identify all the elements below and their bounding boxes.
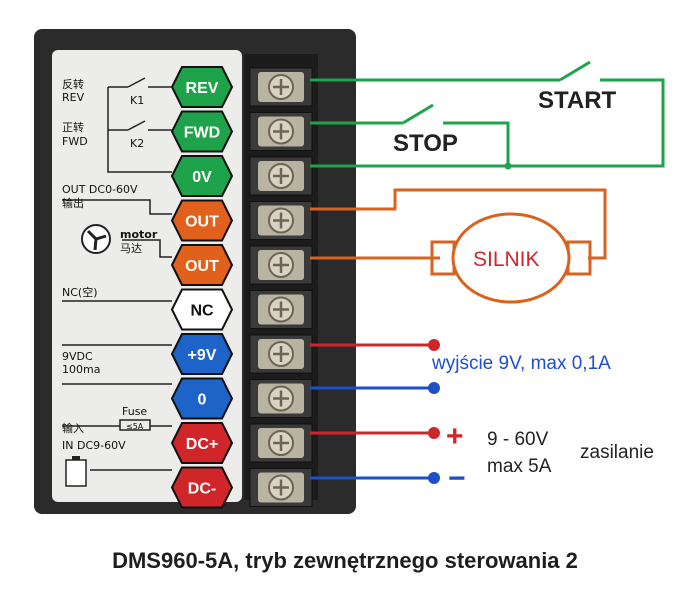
terminal-badge-label: FWD: [184, 125, 220, 142]
screw-slot: [273, 435, 289, 451]
rev-cn-label: 反转: [62, 77, 84, 91]
terminal-badge-label: 0V: [192, 169, 212, 186]
screw-slot: [273, 257, 289, 273]
terminal-badge-label: DC+: [186, 436, 218, 453]
screw-slot: [273, 168, 289, 184]
terminal-badge: [170, 333, 234, 375]
terminal-badge-label: DC-: [188, 481, 216, 498]
caption: DMS960-5A, tryb zewnętrznego sterowania …: [112, 548, 578, 573]
screw-slot: [273, 346, 289, 362]
output-plus-terminal: [428, 339, 440, 351]
terminal-badge: [170, 466, 234, 509]
minus-sign: −: [448, 462, 466, 495]
terminal-badge: [170, 422, 234, 464]
terminal-screws: [249, 67, 313, 507]
motor-name-label: SILNIK: [473, 248, 540, 271]
output-9v-label: wyjście 9V, max 0,1A: [431, 353, 611, 374]
terminal-badge-label: OUT: [185, 258, 219, 275]
v9-label: 9VDC: [62, 350, 93, 363]
terminal-badge: [170, 66, 234, 108]
output-minus-terminal: [428, 382, 440, 394]
terminal-badge-label: +9V: [188, 347, 217, 364]
out-range-label: OUT DC0-60V: [62, 183, 138, 196]
screw-slot: [273, 79, 289, 95]
terminal-badge: [170, 110, 234, 153]
plus-sign: +: [446, 420, 464, 453]
in-cn-label: 输入: [62, 421, 84, 435]
start-label: START: [538, 87, 617, 114]
battery-icon: [65, 459, 87, 487]
fwd-cn-label: 正转: [62, 120, 84, 134]
supply-voltage-label: 9 - 60V: [487, 429, 549, 450]
screw-slot: [273, 479, 289, 496]
out-cn-label: 输出: [62, 196, 84, 210]
fuse-rating-label: ≤5A: [126, 422, 144, 431]
terminal-badge-label: OUT: [185, 214, 219, 231]
screw-slot: [273, 123, 289, 140]
terminal-badge: [170, 244, 234, 286]
screw-slot: [273, 390, 289, 407]
motor-label: motor: [120, 228, 158, 241]
rev-label: REV: [62, 91, 85, 104]
supply-label: zasilanie: [580, 442, 654, 463]
screw-slot: [273, 301, 289, 318]
terminal-badge-label: 0: [198, 392, 207, 409]
motor-wiring: [310, 188, 607, 260]
terminal-badges: REV FWD 0V OUT OUT NC +9V 0DC+ DC-: [170, 66, 234, 509]
fuse-label: Fuse: [122, 405, 147, 418]
terminal-badge: [170, 155, 234, 197]
terminal-badge: [170, 199, 234, 242]
stop-label: STOP: [393, 130, 458, 157]
terminal-badge-label: REV: [186, 80, 219, 97]
k2-label: K2: [130, 137, 144, 150]
battery-cap: [72, 456, 80, 460]
supply-plus-terminal: [428, 427, 440, 439]
in-range-label: IN DC9-60V: [62, 439, 126, 452]
fwd-label: FWD: [62, 135, 88, 148]
junction-dot: [504, 162, 512, 170]
supply-minus-terminal: [428, 472, 440, 484]
motor-cn-label: 马达: [120, 242, 142, 255]
nc-label: NC(空): [62, 285, 98, 299]
panel-labels: 反转 REV K1 正转 FWD K2 OUT DC0-60V 输出 motor…: [62, 77, 158, 452]
control-wiring: [310, 60, 665, 168]
panel-schematic: [62, 77, 172, 471]
screw-slot: [273, 212, 289, 229]
k1-label: K1: [130, 94, 144, 107]
power-wiring: [310, 343, 432, 480]
supply-current-label: max 5A: [487, 456, 552, 477]
motor-symbol: [430, 212, 592, 304]
terminal-badge-label: NC: [190, 303, 214, 320]
terminal-badge: [170, 288, 234, 331]
fan-blades: [86, 229, 107, 251]
ma-label: 100ma: [62, 363, 100, 376]
wiring-diagram: REV FWD 0V OUT OUT NC +9V 0DC+ DC- 反转 REV K1 正转 …: [34, 29, 665, 514]
terminal-badge: [170, 377, 234, 420]
